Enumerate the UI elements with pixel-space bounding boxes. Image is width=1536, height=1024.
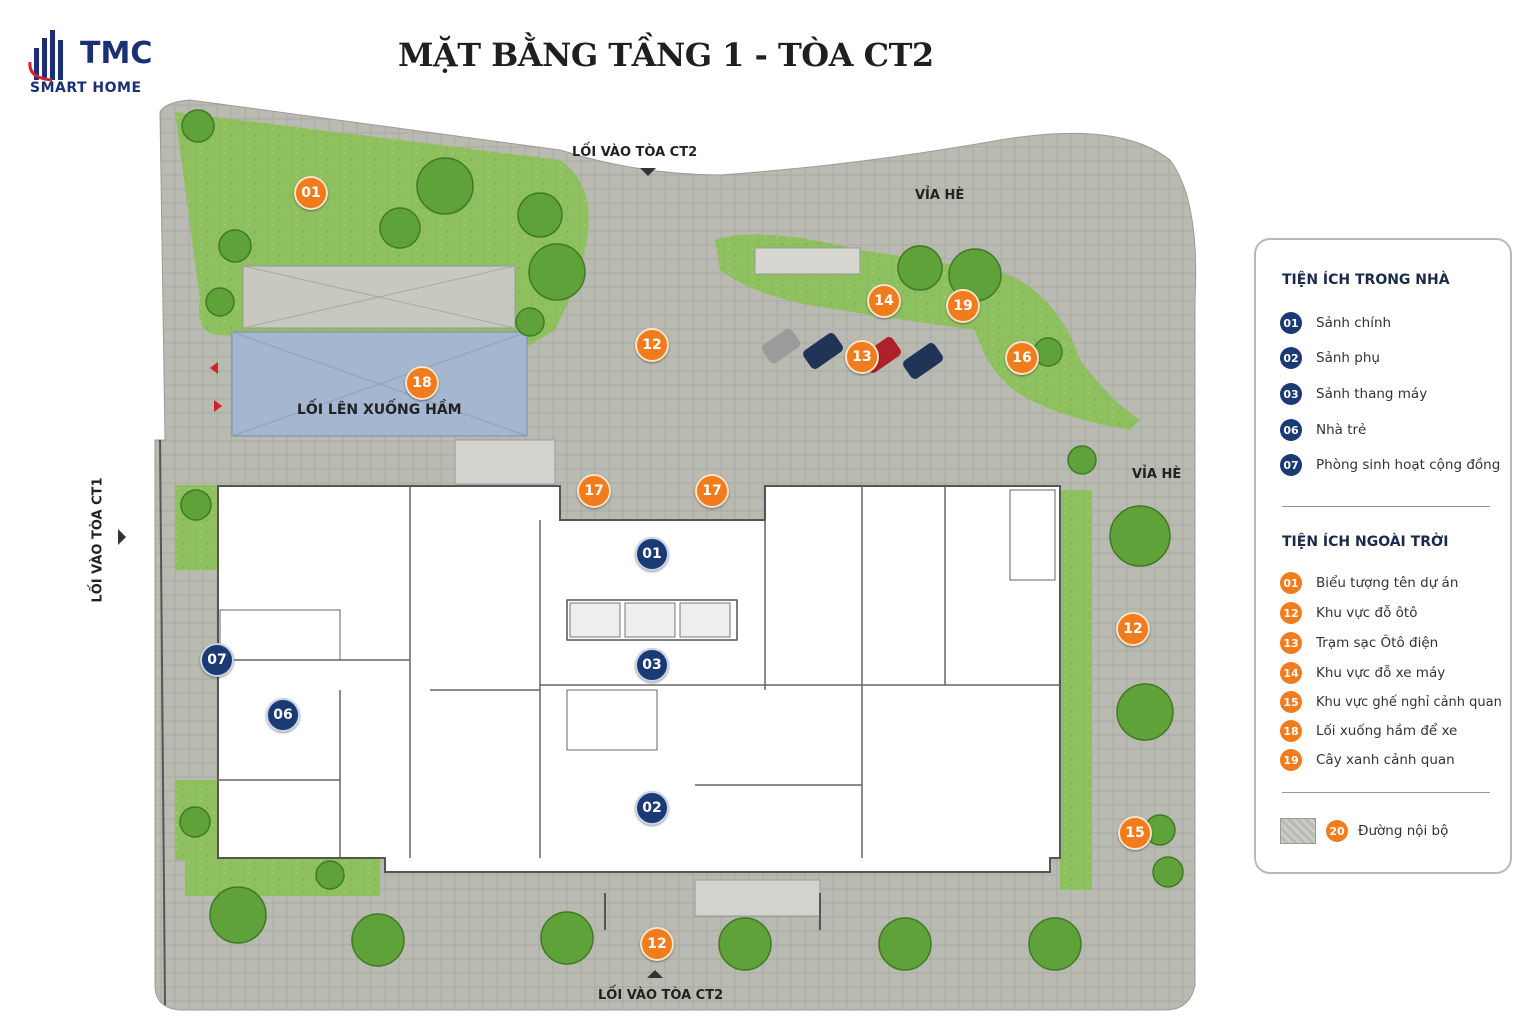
ramp-arrow-icon <box>210 362 218 374</box>
legend-item: 13 Trạm sạc Ôtô điện <box>1280 630 1438 656</box>
badge-outdoor: 16 <box>1005 341 1039 375</box>
legend-number: 02 <box>1280 347 1302 369</box>
sidewalk-label-top: VỈA HÈ <box>915 188 965 203</box>
legend-item: 02 Sảnh phụ <box>1280 345 1380 371</box>
legend-item: 01 Biểu tượng tên dự án <box>1280 570 1458 596</box>
legend-item: 14 Khu vực đỗ xe máy <box>1280 660 1445 686</box>
entry-label-left: LỐI VÀO TÒA CT1 <box>90 477 106 603</box>
tmc-logo-mark-icon <box>28 30 63 82</box>
building-footprint <box>217 485 1061 873</box>
entry-label-top: LỐI VÀO TÒA CT2 <box>572 145 698 160</box>
brand-name: TMC <box>80 36 153 71</box>
legend-label: Sảnh phụ <box>1316 350 1380 366</box>
legend-item: 03 Sảnh thang máy <box>1280 381 1427 407</box>
badge-outdoor: 18 <box>405 366 439 400</box>
badge-outdoor: 13 <box>845 340 879 374</box>
entry-arrow-icon <box>647 970 663 978</box>
page-title: MẶT BẰNG TẦNG 1 - TÒA CT2 <box>398 36 934 74</box>
legend-item: 15 Khu vực ghế nghỉ cảnh quan <box>1280 689 1502 715</box>
legend-item-road: 20 Đường nội bộ <box>1280 818 1448 844</box>
legend-label: Lối xuống hầm để xe <box>1316 723 1458 739</box>
stairs <box>219 609 341 661</box>
entry-arrow-icon <box>118 529 126 545</box>
legend-label: Sảnh thang máy <box>1316 386 1428 402</box>
legend-label: Phòng sinh hoạt cộng đồng <box>1316 457 1501 473</box>
legend-divider <box>1282 506 1490 507</box>
legend-item: 07 Phòng sinh hoạt cộng đồng <box>1280 452 1500 478</box>
legend-number: 13 <box>1280 632 1302 654</box>
legend-item: 12 Khu vực đỗ ôtô <box>1280 600 1417 626</box>
legend-number: 12 <box>1280 602 1302 624</box>
entry-arrow-icon <box>640 168 656 176</box>
legend-number: 06 <box>1280 419 1302 441</box>
legend-label: Đường nội bộ <box>1358 823 1449 839</box>
sidewalk-label-right: VỈA HÈ <box>1132 467 1182 482</box>
legend-divider <box>1282 792 1490 793</box>
legend-label: Khu vực đỗ xe máy <box>1316 665 1446 681</box>
badge-outdoor: 12 <box>635 328 669 362</box>
legend-number: 07 <box>1280 454 1302 476</box>
legend-label: Biểu tượng tên dự án <box>1316 575 1459 591</box>
legend-label: Khu vực ghế nghỉ cảnh quan <box>1316 694 1502 710</box>
legend-label: Sảnh chính <box>1316 315 1392 331</box>
badge-indoor: 06 <box>266 698 300 732</box>
legend-number: 19 <box>1280 749 1302 771</box>
legend-number: 01 <box>1280 312 1302 334</box>
legend-label: Nhà trẻ <box>1316 422 1367 438</box>
ramp-arrow-icon <box>214 400 222 412</box>
lawn-bottomleft <box>185 858 380 896</box>
car <box>761 328 801 364</box>
badge-outdoor: 12 <box>640 927 674 961</box>
legend-indoor-title: TIỆN ÍCH TRONG NHÀ <box>1282 272 1450 288</box>
legend-number: 01 <box>1280 572 1302 594</box>
legend-item: 01 Sảnh chính <box>1280 310 1391 336</box>
elevator-bank <box>566 599 738 641</box>
lawn-topright <box>715 234 1140 430</box>
legend-item: 06 Nhà trẻ <box>1280 417 1366 443</box>
lawn-right <box>1060 490 1092 890</box>
badge-outdoor: 14 <box>867 284 901 318</box>
brand-tagline: SMART HOME <box>30 80 142 96</box>
badge-indoor: 03 <box>635 648 669 682</box>
badge-indoor: 02 <box>635 791 669 825</box>
legend-outdoor-title: TIỆN ÍCH NGOÀI TRỜI <box>1282 534 1449 550</box>
legend-label: Cây xanh cảnh quan <box>1316 752 1455 768</box>
badge-indoor: 01 <box>635 537 669 571</box>
badge-outdoor: 01 <box>294 176 328 210</box>
legend-number: 15 <box>1280 691 1302 713</box>
legend-label: Khu vực đỗ ôtô <box>1316 605 1418 621</box>
stairs <box>566 689 658 751</box>
legend-number: 03 <box>1280 383 1302 405</box>
entry-label-bottom: LỐI VÀO TÒA CT2 <box>598 988 724 1003</box>
badge-outdoor: 12 <box>1116 612 1150 646</box>
legend-number: 14 <box>1280 662 1302 684</box>
stairs <box>1009 489 1056 581</box>
legend-item: 18 Lối xuống hầm để xe <box>1280 718 1457 744</box>
legend-item: 19 Cây xanh cảnh quan <box>1280 747 1455 773</box>
legend-number: 20 <box>1326 820 1348 842</box>
road-swatch <box>1280 818 1316 844</box>
tmc-logo: TMC SMART HOME <box>26 22 186 102</box>
badge-outdoor: 15 <box>1118 816 1152 850</box>
badge-outdoor: 19 <box>946 289 980 323</box>
legend-label: Trạm sạc Ôtô điện <box>1316 635 1439 651</box>
car <box>803 333 843 369</box>
badge-indoor: 07 <box>200 643 234 677</box>
badge-outdoor: 17 <box>695 474 729 508</box>
legend-panel: TIỆN ÍCH TRONG NHÀ 01 Sảnh chính 02 Sảnh… <box>1254 238 1512 874</box>
ramp-label: LỐI LÊN XUỐNG HẦM <box>297 402 462 418</box>
interior-walls <box>218 486 1060 858</box>
badge-outdoor: 17 <box>577 474 611 508</box>
trees <box>179 109 1184 971</box>
car <box>903 343 943 379</box>
legend-number: 18 <box>1280 720 1302 742</box>
